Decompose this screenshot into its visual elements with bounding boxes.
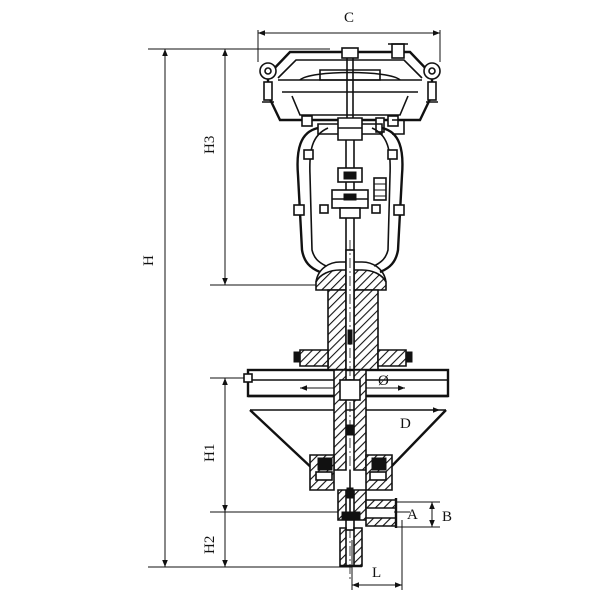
dim-label-d: D [400, 416, 411, 432]
dim-label-phi: Ø [378, 373, 389, 389]
dimension-labels: C H H3 H1 H2 Ø D A B L [141, 10, 452, 581]
dim-label-h3: H3 [202, 136, 218, 154]
yoke [293, 117, 405, 274]
dim-label-h2: H2 [202, 536, 218, 554]
valve-body [309, 454, 398, 568]
dim-label-h1: H1 [202, 444, 218, 462]
actuator [259, 43, 441, 135]
mount-flange [243, 368, 450, 471]
dim-label-c: C [344, 10, 354, 26]
dim-label-h: H [141, 255, 157, 266]
dim-label-l: L [372, 565, 381, 581]
bonnet [293, 240, 413, 580]
dim-label-b: B [442, 509, 452, 525]
dim-label-a: A [407, 507, 418, 523]
